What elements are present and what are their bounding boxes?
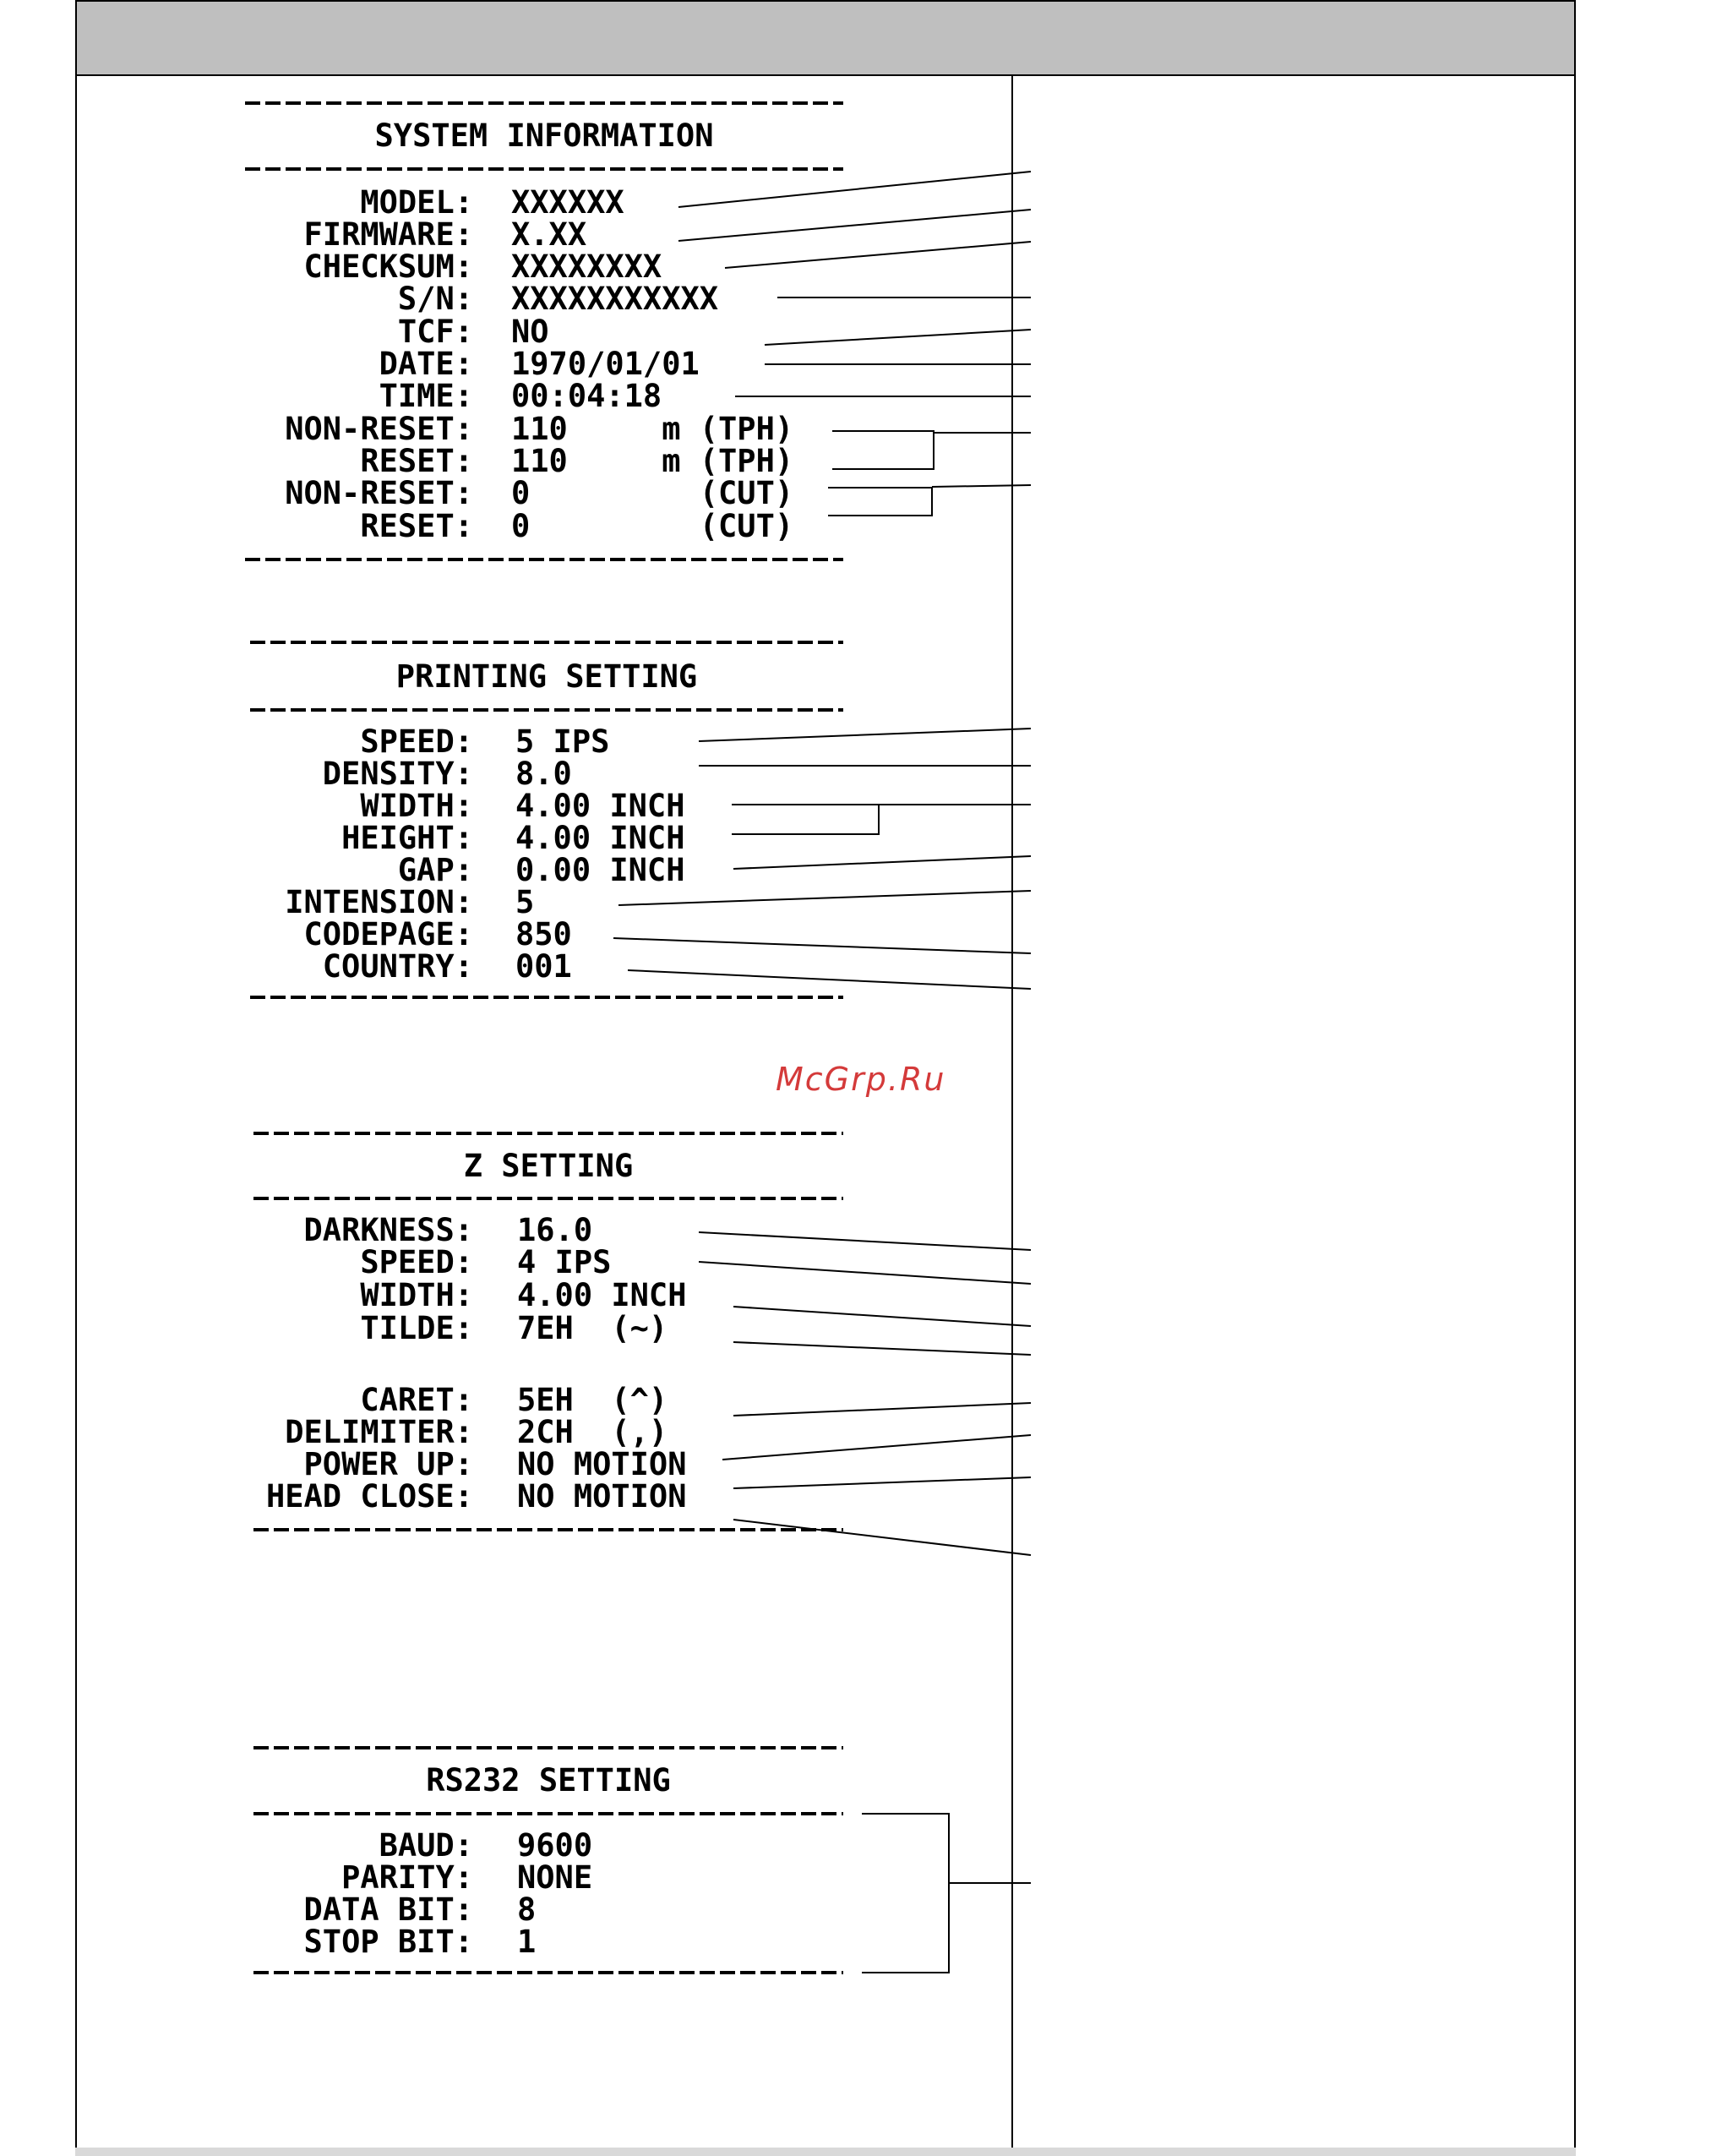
- row-label: DELIMITER:: [285, 1414, 473, 1450]
- row-label: HEAD CLOSE:: [265, 1478, 473, 1515]
- row-value: NO: [511, 314, 549, 350]
- dash-rule: [245, 558, 843, 561]
- row-label: TCF:: [397, 314, 473, 350]
- row-value: 001: [515, 948, 572, 985]
- column-divider: [1011, 76, 1013, 2156]
- row-label: SPEED:: [360, 723, 473, 760]
- row-value: 0.00 INCH: [515, 852, 685, 888]
- row-value: 5EH (^): [517, 1382, 668, 1418]
- row-value: XXXXXXXX: [511, 248, 662, 285]
- row-value: 2CH (,): [517, 1414, 668, 1450]
- dash-rule: [253, 1528, 843, 1531]
- row-label: SPEED:: [360, 1244, 473, 1280]
- row-label: MODEL:: [360, 184, 473, 221]
- row-label: NON-RESET:: [285, 475, 473, 511]
- dash-rule: [253, 1132, 843, 1135]
- row-label: GAP:: [397, 852, 473, 888]
- row-value: 16.0: [517, 1212, 593, 1248]
- row-label: TIME:: [379, 378, 473, 414]
- row-value: 00:04:18: [511, 378, 662, 414]
- row-label: INTENSION:: [285, 884, 473, 920]
- row-value: 9600: [517, 1827, 593, 1864]
- dash-rule: [250, 708, 843, 712]
- row-value: 0 (CUT): [511, 508, 794, 544]
- dash-rule: [250, 641, 843, 644]
- row-value: XXXXXXXXXXX: [511, 281, 719, 317]
- row-label: POWER UP:: [303, 1446, 473, 1482]
- row-value: 7EH (~): [517, 1310, 668, 1346]
- bottom-strip: [75, 2148, 1576, 2156]
- row-label: COUNTRY:: [322, 948, 473, 985]
- dash-rule: [253, 1197, 843, 1200]
- dash-rule: [250, 996, 843, 999]
- row-label: BAUD:: [379, 1827, 473, 1864]
- row-label: WIDTH:: [360, 1277, 473, 1313]
- row-label: RESET:: [360, 443, 473, 479]
- row-label: PARITY:: [341, 1859, 473, 1896]
- row-label: CHECKSUM:: [303, 248, 473, 285]
- row-value: NO MOTION: [517, 1446, 687, 1482]
- row-value: 850: [515, 916, 572, 952]
- watermark-text: McGrp.Ru: [776, 1061, 946, 1098]
- row-value: 1970/01/01: [511, 346, 700, 382]
- row-label: DATE:: [379, 346, 473, 382]
- row-label: FIRMWARE:: [303, 216, 473, 253]
- row-value: 1: [517, 1924, 537, 1960]
- row-value: 4.00 INCH: [515, 788, 685, 824]
- row-label: HEIGHT:: [341, 820, 473, 856]
- row-value: 110 m (TPH): [511, 411, 794, 447]
- row-label: CODEPAGE:: [303, 916, 473, 952]
- row-label: DARKNESS:: [303, 1212, 473, 1248]
- row-value: 110 m (TPH): [511, 443, 794, 479]
- dash-rule: [245, 167, 843, 171]
- section-title: RS232 SETTING: [426, 1762, 671, 1798]
- row-label: STOP BIT:: [303, 1924, 473, 1960]
- section-title: PRINTING SETTING: [395, 658, 698, 695]
- dash-rule: [245, 101, 843, 105]
- row-label: TILDE:: [360, 1310, 473, 1346]
- row-label: WIDTH:: [360, 788, 473, 824]
- row-value: 5: [515, 884, 535, 920]
- row-value: 4 IPS: [517, 1244, 612, 1280]
- row-value: XXXXXX: [511, 184, 624, 221]
- row-label: RESET:: [360, 508, 473, 544]
- section-title: SYSTEM INFORMATION: [374, 117, 714, 154]
- table-header-bar: [75, 0, 1576, 76]
- section-title: Z SETTING: [463, 1148, 634, 1184]
- row-value: 8.0: [515, 756, 572, 792]
- row-value: NO MOTION: [517, 1478, 687, 1515]
- dash-rule: [253, 1812, 843, 1815]
- dash-rule: [253, 1746, 843, 1749]
- row-value: 5 IPS: [515, 723, 610, 760]
- row-label: NON-RESET:: [285, 411, 473, 447]
- row-label: S/N:: [397, 281, 473, 317]
- row-value: X.XX: [511, 216, 587, 253]
- row-value: 4.00 INCH: [515, 820, 685, 856]
- row-value: 4.00 INCH: [517, 1277, 687, 1313]
- row-value: NONE: [517, 1859, 593, 1896]
- row-label: CARET:: [360, 1382, 473, 1418]
- row-label: DENSITY:: [322, 756, 473, 792]
- row-label: DATA BIT:: [303, 1891, 473, 1928]
- dash-rule: [253, 1971, 843, 1974]
- row-value: 0 (CUT): [511, 475, 794, 511]
- row-value: 8: [517, 1891, 537, 1928]
